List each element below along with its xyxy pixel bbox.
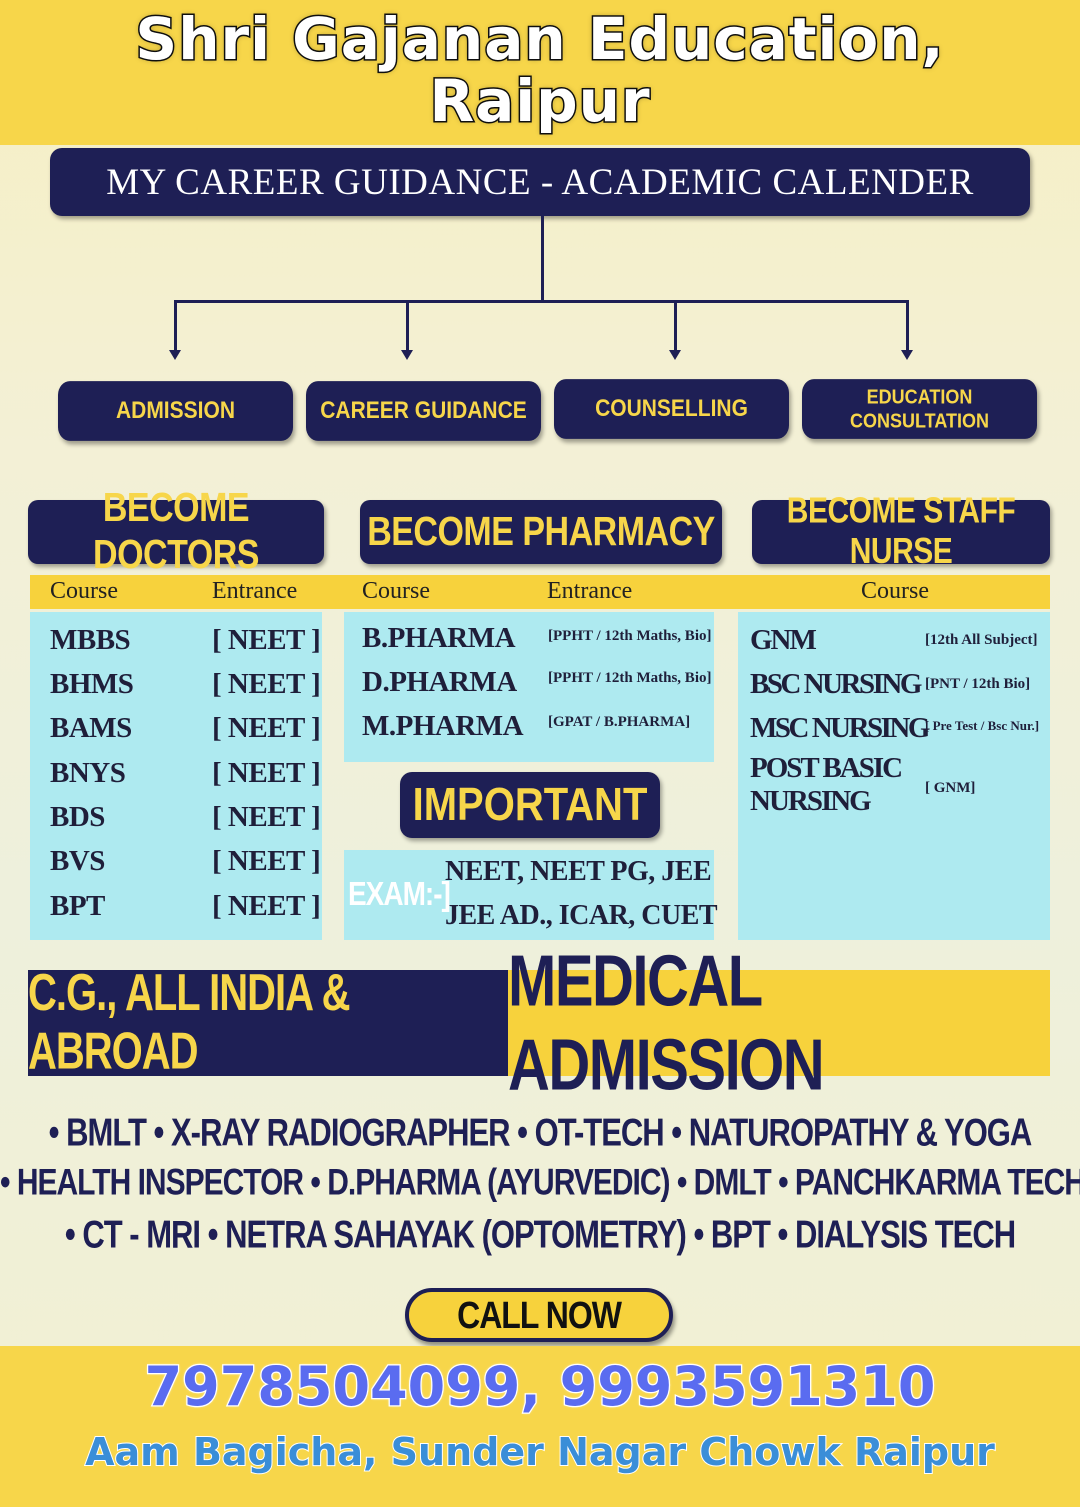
admission-scope: C.G., ALL INDIA & ABROAD (28, 965, 508, 1080)
pharmacy-course: D.PHARMA (362, 666, 517, 698)
call-now-button[interactable]: CALL NOW (405, 1288, 673, 1342)
service-education-consultation: EDUCATION CONSULTATION (802, 379, 1037, 439)
nurse-course: POST BASIC (750, 752, 903, 784)
arrow-down-icon (669, 350, 681, 360)
doctors-course: MBBS (50, 624, 131, 656)
doctors-entrance: [ NEET ] (212, 757, 321, 789)
nurse-col-course: Course (861, 578, 929, 604)
doctors-course: BAMS (50, 712, 132, 744)
arrow-down-icon (169, 350, 181, 360)
arrow-down-icon (401, 350, 413, 360)
doctors-entrance: [ NEET ] (212, 801, 321, 833)
exam-list-line-1: NEET, NEET PG, JEE (445, 856, 712, 887)
doctors-col-course: Course (50, 578, 118, 604)
connector-drop-4 (906, 300, 909, 350)
doctors-panel (30, 612, 322, 940)
connector-trunk (541, 216, 544, 301)
doctors-entrance: [ NEET ] (212, 624, 321, 656)
brand-title: Shri Gajanan Education, Raipur (134, 5, 945, 135)
doctors-entrance: [ NEET ] (212, 890, 321, 922)
exam-panel (344, 850, 714, 940)
doctors-entrance: [ NEET ] (212, 712, 321, 744)
service-career-guidance: CAREER GUIDANCE (306, 381, 541, 441)
nurse-entrance: [PNT / 12th Bio] (925, 676, 1031, 692)
exam-list-line-2: JEE AD., ICAR, CUET (445, 900, 718, 931)
service-admission: ADMISSION (58, 381, 293, 441)
doctors-course: BDS (50, 801, 105, 833)
nurse-course: GNM (750, 624, 817, 656)
service-counselling: COUNSELLING (554, 379, 789, 439)
nurse-entrance: [ Pre Test / Bsc Nur.] (925, 718, 1040, 733)
courses-line-3: • CT - MRI • NETRA SAHAYAK (OPTOMETRY) •… (64, 1212, 1016, 1257)
doctors-course: BPT (50, 890, 105, 922)
connector-drop-3 (674, 300, 677, 350)
connector-bar (174, 300, 909, 303)
doctors-course: BVS (50, 845, 105, 877)
bottom-banner (0, 1346, 1080, 1507)
exam-label: EXAM:-] (348, 874, 451, 912)
become-pharmacy-title: BECOME PHARMACY (360, 500, 722, 564)
address: Aam Bagicha, Sunder Nagar Chowk Raipur (84, 1429, 996, 1475)
courses-line-2: • HEALTH INSPECTOR • D.PHARMA (AYURVEDIC… (0, 1161, 1080, 1203)
pharmacy-entrance: [PPHT / 12th Maths, Bio] (548, 670, 712, 686)
pharmacy-col-course: Course (362, 578, 430, 604)
main-heading: MY CAREER GUIDANCE - ACADEMIC CALENDER (50, 148, 1030, 216)
doctors-course: BHMS (50, 668, 134, 700)
doctors-col-entrance: Entrance (212, 578, 298, 604)
connector-drop-1 (174, 300, 177, 350)
pharmacy-col-entrance: Entrance (547, 578, 633, 604)
nurse-entrance: [12th All Subject] (925, 632, 1038, 648)
doctors-header: Course Entrance (30, 575, 352, 609)
doctors-course: BNYS (50, 757, 126, 789)
pharmacy-entrance: [GPAT / B.PHARMA] (548, 714, 691, 730)
top-banner (0, 0, 1080, 145)
nurse-course: MSC NURSING (750, 712, 930, 744)
arrow-down-icon (901, 350, 913, 360)
nurse-header: Course (740, 575, 1050, 609)
medical-admission: MEDICAL ADMISSION (508, 941, 1050, 1106)
doctors-entrance: [ NEET ] (212, 668, 321, 700)
become-doctors-title: BECOME DOCTORS (28, 485, 324, 578)
doctors-entrance: [ NEET ] (212, 845, 321, 877)
pharmacy-course: M.PHARMA (362, 710, 524, 742)
courses-line-1: • BMLT • X-RAY RADIOGRAPHER • OT-TECH • … (48, 1110, 1033, 1155)
nurse-course-cont: NURSING (750, 785, 872, 817)
nurse-course: BSC NURSING (750, 668, 922, 700)
important-title: IMPORTANT (400, 772, 660, 838)
nurse-panel (738, 612, 1050, 940)
phone-numbers[interactable]: 7978504099, 9993591310 (143, 1354, 936, 1420)
pharmacy-course: B.PHARMA (362, 622, 516, 654)
pharmacy-header: Course Entrance (342, 575, 740, 609)
pharmacy-panel (344, 612, 714, 762)
nurse-entrance: [ GNM] (925, 780, 976, 796)
pharmacy-entrance: [PPHT / 12th Maths, Bio] (548, 628, 712, 644)
connector-drop-2 (406, 300, 409, 350)
become-staff-nurse-title: BECOME STAFF NURSE (752, 491, 1050, 572)
